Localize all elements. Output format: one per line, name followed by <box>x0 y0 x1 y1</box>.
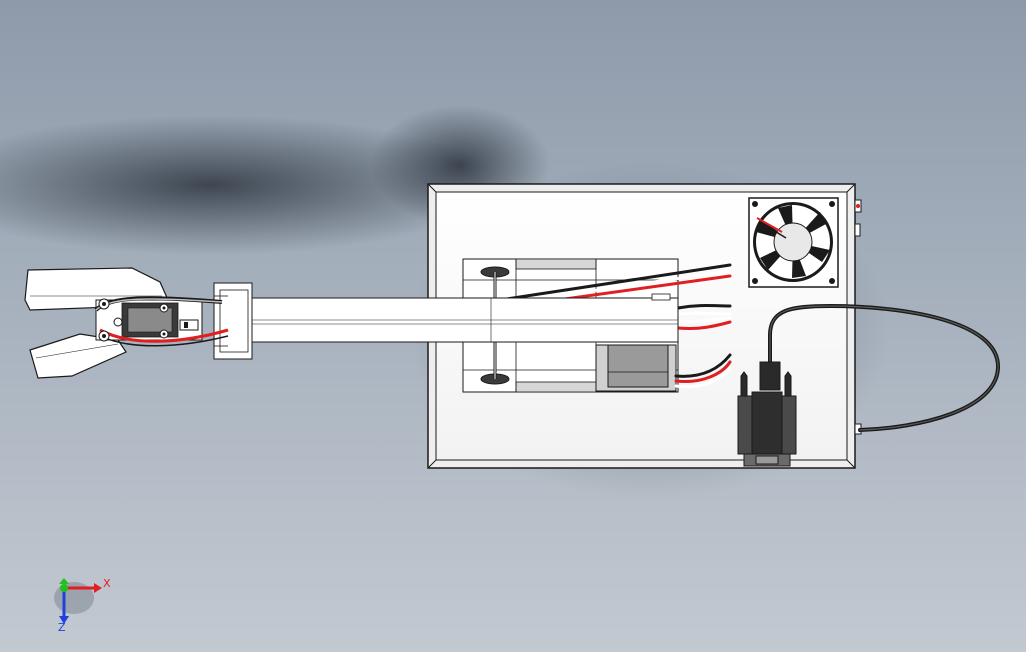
z-axis-arrow <box>59 588 69 624</box>
wrist-bracket <box>213 282 253 360</box>
x-axis-label: X <box>103 577 111 590</box>
box-side-fittings <box>854 199 862 435</box>
coordinate-triad <box>54 578 102 624</box>
z-axis-label: Z <box>58 621 66 634</box>
gripper-icon <box>24 267 229 379</box>
x-axis-arrow <box>64 583 102 593</box>
y-axis-marker <box>59 578 69 592</box>
db9-connector-icon <box>737 303 1001 467</box>
robot-arm-link[interactable] <box>227 293 679 343</box>
fan-icon <box>748 197 839 288</box>
servo-icon <box>595 344 677 392</box>
